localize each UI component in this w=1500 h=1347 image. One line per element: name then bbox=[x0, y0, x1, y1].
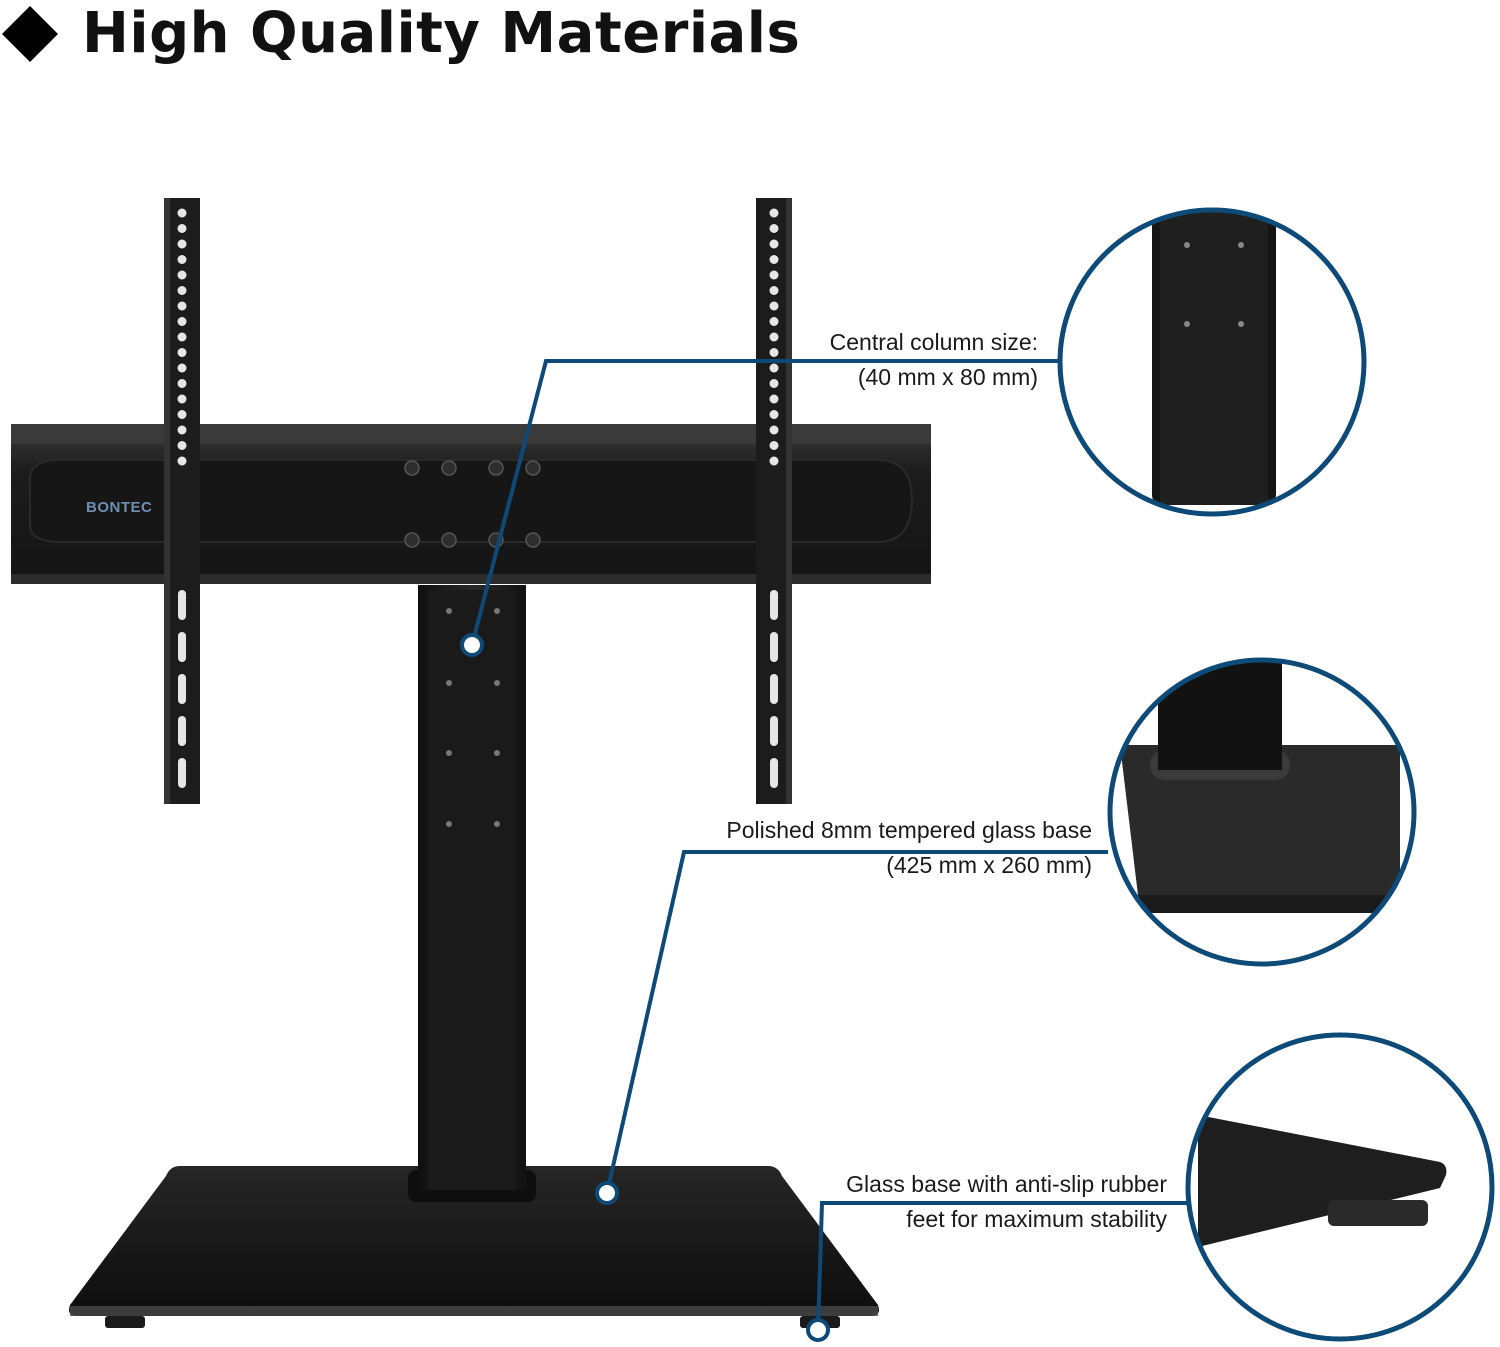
callout-line: feet for maximum stability bbox=[906, 1206, 1167, 1232]
brand-logo: BONTEC bbox=[86, 499, 152, 516]
mounting-hole bbox=[177, 255, 187, 264]
callout-marker-feet bbox=[806, 1318, 830, 1342]
callout-line: (40 mm x 80 mm) bbox=[857, 364, 1038, 390]
title-text: High Quality Materials bbox=[82, 1, 801, 66]
mounting-hole bbox=[177, 208, 187, 218]
mounting-hole bbox=[769, 332, 779, 342]
mounting-hole bbox=[769, 286, 779, 295]
mounting-slot bbox=[178, 632, 186, 662]
mounting-hole bbox=[177, 270, 187, 280]
mounting-hole bbox=[769, 270, 779, 280]
mounting-slot bbox=[178, 716, 186, 746]
mounting-hole bbox=[769, 456, 779, 466]
mounting-hole bbox=[177, 379, 187, 388]
mounting-hole bbox=[769, 239, 779, 249]
mounting-hole bbox=[177, 394, 187, 404]
callout-line: Glass base with anti-slip rubber bbox=[846, 1171, 1167, 1197]
detail-circle-feet bbox=[1185, 1032, 1495, 1342]
vesa-arm-right bbox=[756, 198, 792, 804]
callout-line: (425 mm x 260 mm) bbox=[886, 852, 1092, 878]
callout-rubber-feet: Glass base with anti-slip rubber feet fo… bbox=[846, 1167, 1167, 1237]
mounting-hole bbox=[177, 456, 187, 466]
vesa-arm-left bbox=[164, 198, 200, 804]
callout-line: Polished 8mm tempered glass base bbox=[726, 817, 1092, 843]
mounting-slot bbox=[770, 632, 778, 662]
callout-central-column: Central column size: (40 mm x 80 mm) bbox=[830, 325, 1038, 395]
mounting-hole bbox=[769, 348, 779, 357]
mounting-hole bbox=[769, 224, 779, 233]
mounting-hole bbox=[769, 410, 779, 419]
mounting-hole bbox=[177, 363, 187, 373]
mounting-hole bbox=[769, 441, 779, 450]
mounting-hole bbox=[769, 394, 779, 404]
rubber-foot bbox=[105, 1316, 145, 1328]
mounting-hole bbox=[177, 317, 187, 326]
callout-marker-glass bbox=[595, 1181, 619, 1205]
mounting-slot bbox=[770, 758, 778, 788]
mounting-hole bbox=[177, 441, 187, 450]
mounting-hole bbox=[769, 425, 779, 435]
callout-lines bbox=[470, 359, 1188, 1331]
mounting-slot bbox=[178, 674, 186, 704]
diamond-bullet-icon bbox=[2, 6, 58, 62]
mounting-hole bbox=[769, 379, 779, 388]
mounting-hole bbox=[769, 301, 779, 311]
mounting-hole bbox=[769, 363, 779, 373]
mounting-slot bbox=[178, 758, 186, 788]
mounting-beam: BONTEC bbox=[11, 424, 931, 584]
detail-circle-column bbox=[1057, 207, 1367, 517]
mounting-hole bbox=[177, 286, 187, 295]
glass-base bbox=[69, 1166, 879, 1328]
mounting-hole bbox=[177, 348, 187, 357]
mounting-hole bbox=[177, 410, 187, 419]
mounting-hole bbox=[177, 239, 187, 249]
callout-line: Central column size: bbox=[829, 329, 1038, 355]
mounting-hole bbox=[769, 317, 779, 326]
mounting-slot bbox=[770, 716, 778, 746]
callout-glass-base: Polished 8mm tempered glass base (425 mm… bbox=[726, 813, 1092, 883]
detail-circle-glass bbox=[1107, 657, 1417, 967]
central-column bbox=[408, 585, 536, 1202]
mounting-hole bbox=[177, 224, 187, 233]
mounting-hole bbox=[177, 301, 187, 311]
mounting-slot bbox=[770, 674, 778, 704]
mounting-slot bbox=[178, 590, 186, 620]
callout-marker-column bbox=[460, 633, 484, 657]
mounting-slot bbox=[770, 590, 778, 620]
mounting-hole bbox=[177, 332, 187, 342]
mounting-hole bbox=[769, 208, 779, 218]
mounting-hole bbox=[177, 425, 187, 435]
mounting-hole bbox=[769, 255, 779, 264]
